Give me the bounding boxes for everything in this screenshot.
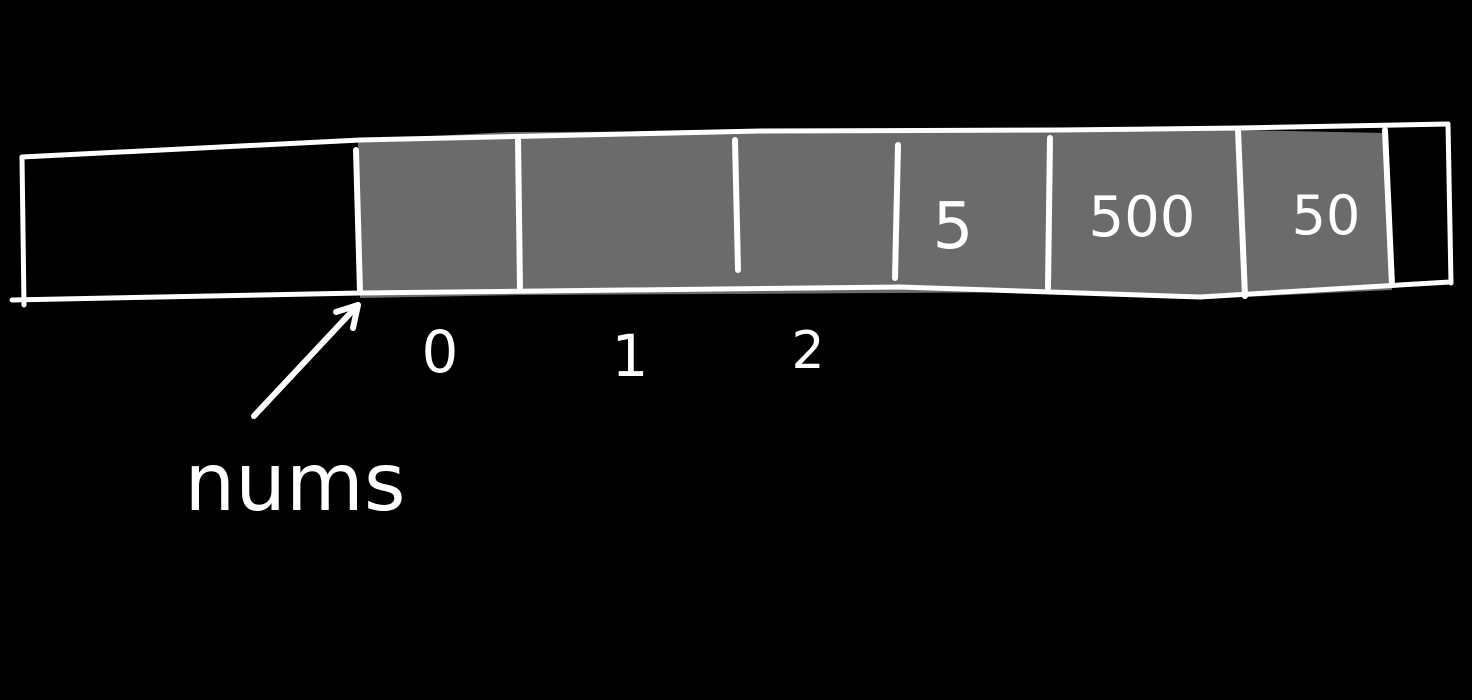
strip-left-edge: [19, 154, 27, 308]
cell-value-4: 500: [1089, 185, 1196, 250]
index-labels: 0 1 2: [422, 318, 825, 390]
divider-6: [1382, 127, 1395, 288]
divider-5: [1235, 127, 1248, 299]
pointer-label: nums: [184, 436, 405, 529]
memory-strip-outline: [9, 121, 1454, 308]
cell-value-5: 50: [1292, 184, 1361, 247]
cell-value-3: 5: [933, 190, 974, 264]
index-label-1: 1: [612, 322, 649, 390]
pointer-arrow: [251, 302, 361, 419]
array-cells-fill: [358, 130, 1392, 298]
strip-bottom-edge: [9, 279, 1453, 303]
divider-2: [732, 137, 741, 273]
divider-4: [1045, 135, 1053, 291]
divider-0: [353, 147, 363, 295]
index-label-2: 2: [791, 321, 824, 381]
cell-values: 5 500 50: [933, 184, 1361, 264]
divider-3: [892, 142, 901, 281]
cell-dividers: [353, 127, 1395, 299]
filled-cells-region: [358, 130, 1392, 298]
divider-1: [515, 135, 523, 293]
arrow-shaft: [251, 302, 361, 419]
strip-top-edge: [19, 121, 1451, 160]
strip-right-edge: [1445, 121, 1454, 286]
arrow-head: [333, 302, 361, 331]
index-label-0: 0: [422, 318, 459, 386]
